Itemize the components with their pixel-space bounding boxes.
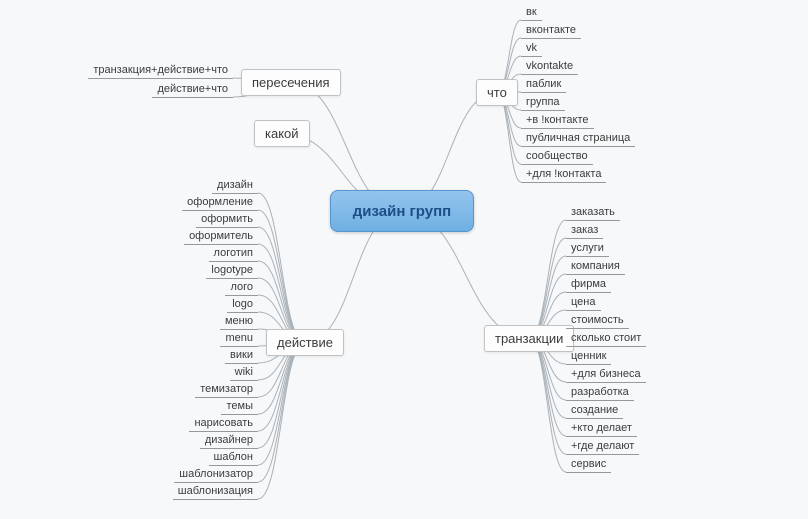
- leaf-topic[interactable]: сообщество: [521, 148, 593, 165]
- leaf-topic[interactable]: logotype: [206, 262, 258, 279]
- leaf-topic[interactable]: оформление: [182, 194, 258, 211]
- leaf-topic[interactable]: разработка: [566, 384, 634, 401]
- branch-tranzakcii[interactable]: транзакции: [484, 325, 575, 352]
- leaf-topic[interactable]: вк: [521, 4, 542, 21]
- leaf-topic[interactable]: услуги: [566, 240, 609, 257]
- leaf-topic[interactable]: vk: [521, 40, 542, 57]
- leaf-topic[interactable]: +кто делает: [566, 420, 637, 437]
- leaf-topic[interactable]: дизайнер: [199, 432, 258, 449]
- leaf-topic[interactable]: шаблонизатор: [174, 466, 258, 483]
- leaf-topic[interactable]: логотип: [208, 245, 258, 262]
- leaf-topic[interactable]: темы: [221, 398, 258, 415]
- leaf-topic[interactable]: меню: [219, 313, 258, 330]
- leaf-topic[interactable]: оформитель: [184, 228, 258, 245]
- leaf-topic[interactable]: wiki: [229, 364, 258, 381]
- leaf-topic[interactable]: шаблон: [208, 449, 258, 466]
- leaf-topic[interactable]: +в !контакте: [521, 112, 594, 129]
- leaf-topic[interactable]: vkontakte: [521, 58, 579, 75]
- leaf-topic[interactable]: заказ: [566, 222, 604, 239]
- leaf-topic[interactable]: вики: [225, 347, 258, 364]
- branch-peresecheniya[interactable]: пересечения: [241, 69, 341, 96]
- leaf-topic[interactable]: транзакция+действие+что: [88, 62, 233, 79]
- leaf-topic[interactable]: паблик: [521, 76, 567, 93]
- leaf-topic[interactable]: +для !контакта: [521, 166, 607, 183]
- leaf-topic[interactable]: logo: [227, 296, 258, 313]
- leaf-topic[interactable]: +для бизнеса: [566, 366, 646, 383]
- leaf-topic[interactable]: заказать: [566, 204, 620, 221]
- leaf-topic[interactable]: menu: [220, 330, 258, 347]
- leaf-topic[interactable]: дизайн: [212, 177, 258, 194]
- leaf-topic[interactable]: фирма: [566, 276, 611, 293]
- leaf-topic[interactable]: создание: [566, 402, 624, 419]
- leaf-topic[interactable]: нарисовать: [189, 415, 258, 432]
- leaf-topic[interactable]: темизатор: [195, 381, 258, 398]
- leaf-topic[interactable]: оформить: [196, 211, 258, 228]
- leaf-topic[interactable]: сервис: [566, 456, 612, 473]
- leaf-topic[interactable]: +где делают: [566, 438, 640, 455]
- leaf-topic[interactable]: компания: [566, 258, 625, 275]
- leaf-topic[interactable]: шаблонизация: [172, 483, 258, 500]
- central-topic[interactable]: дизайн групп: [330, 190, 474, 232]
- leaf-topic[interactable]: действие+что: [152, 81, 233, 98]
- leaf-topic[interactable]: стоимость: [566, 312, 629, 329]
- leaf-list-peresecheniya: транзакция+действие+что действие+что: [88, 62, 233, 98]
- branch-deystvie[interactable]: действие: [266, 329, 344, 356]
- branch-chto[interactable]: что: [476, 79, 518, 106]
- leaf-topic[interactable]: вконтакте: [521, 22, 581, 39]
- leaf-topic[interactable]: сколько стоит: [566, 330, 647, 347]
- leaf-topic[interactable]: группа: [521, 94, 565, 111]
- leaf-topic[interactable]: публичная страница: [521, 130, 636, 147]
- leaf-topic[interactable]: ценник: [566, 348, 612, 365]
- leaf-topic[interactable]: цена: [566, 294, 601, 311]
- branch-kakoy[interactable]: какой: [254, 120, 310, 147]
- leaf-topic[interactable]: лого: [225, 279, 258, 296]
